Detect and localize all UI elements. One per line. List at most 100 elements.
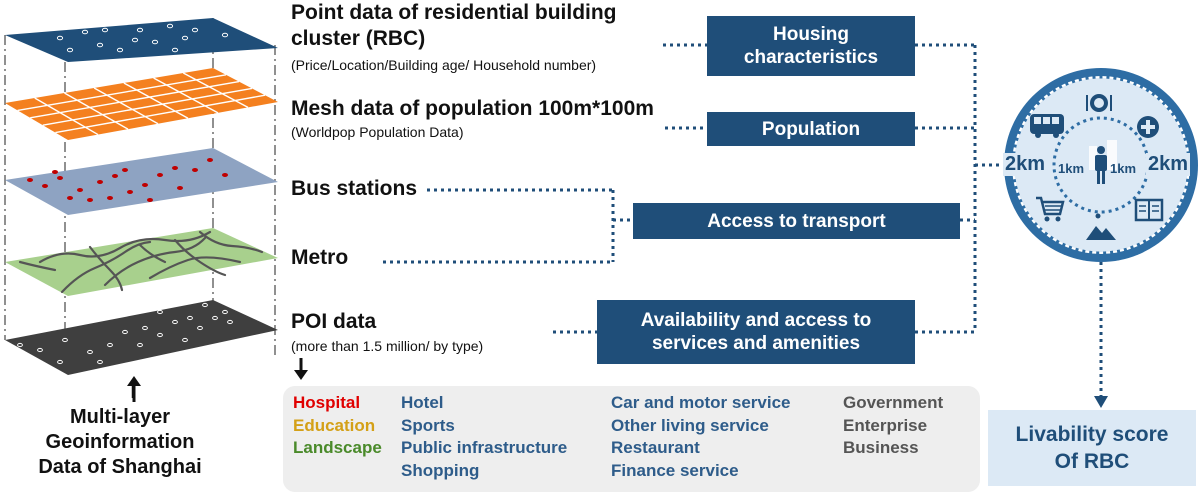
shopping-cart-icon: [1036, 196, 1065, 222]
poi-business: Business: [843, 438, 919, 457]
poi-restaurant: Restaurant: [611, 438, 700, 457]
population-box: Population: [707, 112, 915, 146]
poi-column-4: Government Enterprise Business: [843, 392, 943, 460]
poi-enterprise: Enterprise: [843, 415, 928, 435]
rbc-layer: [5, 18, 278, 62]
metro-title: Metro: [291, 246, 349, 269]
mesh-title: Mesh data of population 100m*100m: [291, 97, 654, 120]
metro-lines: [18, 230, 264, 294]
layer-stack-illustration: [4, 18, 278, 398]
rbc-point: [116, 47, 124, 53]
landscape-icon: [1086, 213, 1116, 240]
stack-caption: Multi-layer Geoinformation Data of Shang…: [20, 405, 220, 480]
bus-station-point: [142, 183, 148, 187]
mesh-subtitle: (Worldpop Population Data): [291, 124, 464, 140]
rbc-point: [56, 35, 64, 41]
bus-station-point: [77, 188, 83, 192]
poi-point: [87, 349, 93, 355]
score-line-1: Livability score: [1015, 423, 1169, 446]
poi-label: POI data (more than 1.5 million/ by type…: [291, 309, 483, 355]
poi-point: [122, 329, 128, 335]
poi-hotel: Hotel: [401, 393, 444, 412]
bus-station-point: [222, 173, 228, 177]
rbc-point: [181, 35, 189, 41]
hospital-cross-icon: [1137, 116, 1159, 138]
bus-station-point: [127, 190, 133, 194]
poi-point: [57, 359, 63, 365]
mesh-grid-line: [42, 87, 253, 126]
poi-layer: [5, 300, 278, 375]
mesh-grid-line: [55, 94, 266, 134]
rbc-point: [191, 27, 199, 33]
caption-line-3: Data of Shanghai: [38, 456, 202, 478]
bus-station-point: [207, 158, 213, 162]
mesh-grid-line: [93, 87, 159, 125]
mesh-grid-line: [30, 80, 240, 119]
bus-station-point: [147, 198, 153, 202]
poi-point: [142, 325, 148, 331]
bus-title: Bus stations: [291, 177, 418, 200]
transport-box: Access to transport: [633, 203, 960, 239]
poi-sports: Sports: [401, 415, 455, 435]
poi-types-panel: Hospital Education Landscape Hotel Sport…: [283, 386, 980, 492]
poi-car-motor-service: Car and motor service: [611, 393, 791, 412]
rbc-title-2: cluster (RBC): [291, 27, 426, 50]
services-box: Availability and access to services and …: [597, 300, 915, 364]
inner-radius-right-label: 1km: [1110, 161, 1137, 176]
down-arrow-icon: [294, 358, 308, 380]
poi-point: [202, 302, 208, 308]
poi-other-living-service: Other living service: [611, 415, 769, 435]
poi-landscape: Landscape: [293, 438, 382, 457]
bus-station-point: [27, 178, 33, 182]
bus-station-point: [177, 186, 183, 190]
poi-point: [187, 315, 193, 321]
poi-public-infrastructure: Public infrastructure: [401, 438, 568, 457]
rbc-point: [136, 27, 144, 33]
bus-station-point: [157, 173, 163, 177]
poi-point: [107, 342, 113, 348]
poi-shopping: Shopping: [401, 460, 480, 480]
bus-station-point: [52, 170, 58, 174]
rbc-point: [101, 27, 109, 33]
poi-government: Government: [843, 393, 944, 412]
poi-education: Education: [293, 415, 376, 435]
transport-label: Access to transport: [707, 210, 886, 232]
poi-point: [182, 337, 188, 343]
livability-score-box: Livability score Of RBC: [988, 410, 1196, 486]
bus-station-point: [122, 168, 128, 172]
caption-line-2: Geoinformation: [45, 431, 195, 453]
mesh-grid-line: [34, 97, 99, 136]
outer-radius-left-label: 2km: [1003, 153, 1048, 176]
rbc-point: [66, 47, 74, 53]
rbc-point: [151, 39, 159, 45]
poi-point: [222, 309, 228, 315]
bus-station-point: [42, 184, 48, 188]
services-line-1: Availability and access to: [640, 310, 872, 331]
population-label: Population: [761, 118, 861, 140]
rbc-subtitle: (Price/Location/Building age/ Household …: [291, 57, 597, 73]
mesh-grid-line: [64, 92, 129, 130]
poi-point: [17, 342, 23, 348]
up-arrow-icon: [127, 376, 141, 402]
book-icon: [1134, 198, 1164, 222]
rbc-point: [171, 47, 179, 53]
rbc-point: [131, 37, 139, 43]
mesh-label: Mesh data of population 100m*100m (World…: [291, 96, 654, 141]
rbc-point: [96, 42, 104, 48]
bus-station-point: [87, 198, 93, 202]
inner-radius-left-label: 1km: [1058, 161, 1085, 176]
bus-icon: [1030, 114, 1064, 138]
poi-point: [137, 342, 143, 348]
rbc-label: Point data of residential building clust…: [291, 0, 617, 74]
housing-line-2: characteristics: [743, 47, 879, 68]
rbc-point: [166, 23, 174, 29]
poi-subtitle: (more than 1.5 million/ by type): [291, 338, 484, 354]
outer-radius-right-label: 2km: [1146, 153, 1191, 176]
bus-station-point: [107, 196, 113, 200]
bus-station-point: [57, 176, 63, 180]
dining-icon: [1086, 94, 1112, 112]
bus-station-point: [67, 196, 73, 200]
person-icon: [1095, 146, 1107, 184]
bus-station-point: [172, 166, 178, 170]
